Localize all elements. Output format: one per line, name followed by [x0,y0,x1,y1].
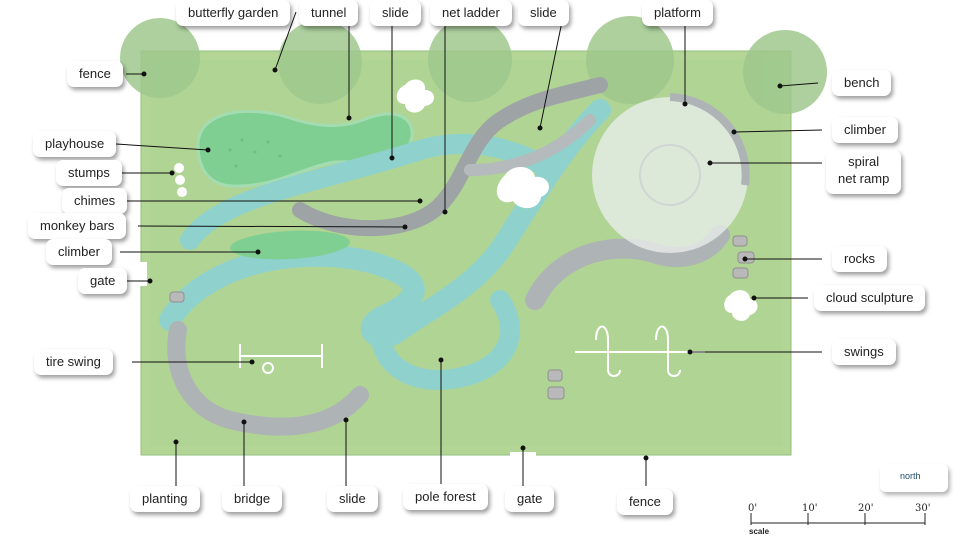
label-pole-forest: pole forest [403,484,488,510]
label-monkey-bars: monkey bars [28,213,127,239]
scale-tick-20: 20' [858,503,874,514]
label-stumps: stumps [56,160,122,186]
swings [575,325,705,377]
tire-swing [239,344,323,374]
label-slide-top-left: slide [370,0,421,26]
label-climber-right: climber [832,117,898,143]
label-climber-left: climber [46,239,112,265]
scale-bar [750,513,926,525]
gate-left [139,262,147,286]
label-rocks: rocks [832,246,888,272]
tree-canopy [120,18,200,98]
label-tunnel: tunnel [299,0,359,26]
tree-canopy [743,30,827,114]
cloud-sculpture [496,166,549,209]
label-bridge: bridge [222,486,283,512]
label-gate-left: gate [78,268,128,294]
scale-tick-10: 10' [802,503,818,514]
tree-canopy-group [120,16,827,114]
slide-structure-upper [464,114,596,176]
cloud-sculpture-group [396,79,758,321]
cloud-sculpture [396,79,434,113]
rocks [169,235,755,400]
label-platform: platform [642,0,713,26]
scale-label: scale [749,527,770,536]
label-bench: bench [832,70,892,96]
label-net-ladder: net ladder [430,0,512,26]
turquoise-path-lower [370,290,520,390]
label-fence-bottom: fence [617,489,673,515]
slide-structure [292,77,608,237]
tree-canopy [278,20,362,104]
label-planting: planting [130,486,200,512]
climber-ramp [525,225,730,310]
label-slide-top-right: slide [518,0,569,26]
label-slide-bottom: slide [327,486,378,512]
label-gate-bottom: gate [505,486,555,512]
spiral-net-ramp [669,93,750,186]
stumps [174,163,187,197]
label-net-ramp: net ramp [838,171,890,186]
bridge-structure [167,321,369,436]
scale-tick-30: 30' [915,503,931,514]
label-cloud-sculpture: cloud sculpture [814,285,926,311]
north-badge [880,464,948,492]
platform [592,97,748,253]
turquoise-path-upper [180,133,560,250]
garden-dots [228,138,282,168]
scale-tick-0: 0' [748,503,758,514]
north-label: north [900,471,921,481]
cloud-sculpture [724,290,758,321]
label-chimes: chimes [62,188,128,214]
label-spiral: spiral [848,154,880,169]
label-butterfly-garden: butterfly garden [176,0,291,26]
label-spiral-net-ramp: spiral net ramp [826,150,902,194]
label-playhouse: playhouse [33,131,117,157]
label-tire-swing: tire swing [34,349,113,375]
tree-canopy [428,18,512,102]
platform-center [639,144,701,206]
label-swings: swings [832,339,896,365]
leader-lines [115,11,823,486]
tree-canopy [586,16,674,104]
label-fence-left: fence [67,61,123,87]
